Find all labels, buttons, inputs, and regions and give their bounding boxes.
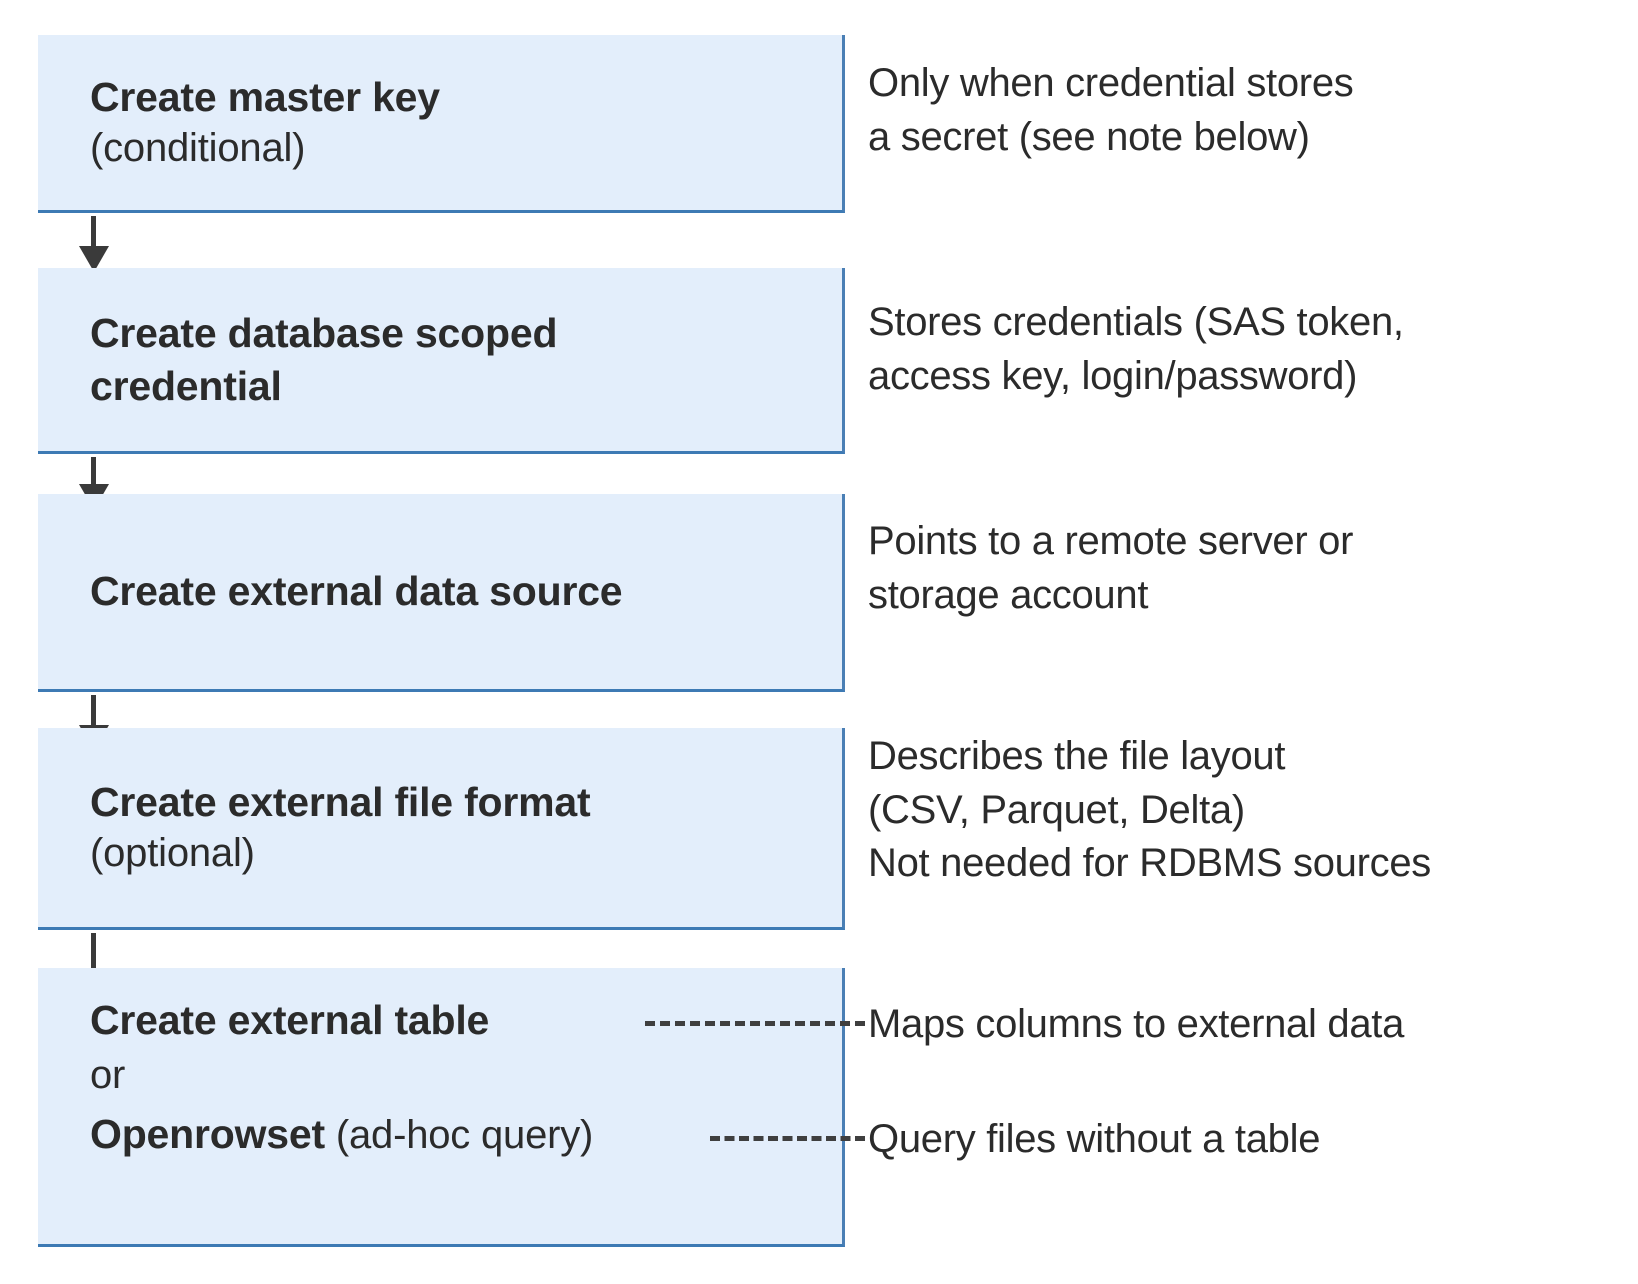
note-openrowset: Query files without a table: [868, 1117, 1321, 1161]
step-text-block: Create master key (conditional): [38, 71, 842, 175]
step-box-create-external-table-or-openrowset[interactable]: Create external table or Openrowset (ad-…: [38, 968, 845, 1247]
step-alt-line: Openrowset (ad-hoc query): [90, 1108, 828, 1161]
step-text-block: Create external file format (optional): [38, 776, 842, 880]
step-text-block: Create external table or Openrowset (ad-…: [38, 968, 842, 1161]
note-create-master-key: Only when credential stores a secret (se…: [868, 61, 1354, 159]
step-subtitle-create-external-file-format: (optional): [90, 831, 255, 876]
arrow-master-key-to-credential: [79, 216, 109, 272]
step-title-create-external-table: Create external table: [90, 997, 490, 1043]
step-title-create-external-file-format: Create external file format: [90, 778, 591, 825]
step-text-block: Create database scoped credential: [38, 307, 842, 412]
step-title-create-external-data-source: Create external data source: [90, 568, 623, 615]
step-box-create-master-key[interactable]: Create master key (conditional): [38, 35, 845, 213]
step-title-create-database-scoped-credential: Create database scoped credential: [90, 310, 558, 409]
step-subtitle-create-master-key: (conditional): [90, 126, 306, 171]
step-connector-or: or: [90, 1053, 126, 1098]
note-create-external-data-source: Points to a remote server or storage acc…: [868, 519, 1354, 617]
note-create-database-scoped-credential: Stores credentials (SAS token, access ke…: [868, 300, 1404, 398]
note-create-external-table: Maps columns to external data: [868, 1002, 1405, 1046]
step-box-create-external-data-source[interactable]: Create external data source: [38, 494, 845, 692]
leader-line-openrowset: [710, 1136, 865, 1141]
step-box-create-external-file-format[interactable]: Create external file format (optional): [38, 728, 845, 930]
note-create-external-file-format: Describes the file layout (CSV, Parquet,…: [868, 734, 1431, 886]
step-title-openrowset: Openrowset: [90, 1110, 325, 1157]
step-box-create-database-scoped-credential[interactable]: Create database scoped credential: [38, 268, 845, 454]
step-text-block: Create external data source: [38, 565, 842, 617]
step-title-create-master-key: Create master key: [90, 73, 440, 120]
leader-line-external-table: [645, 1021, 865, 1026]
step-subtitle-openrowset: (ad-hoc query): [335, 1112, 594, 1157]
